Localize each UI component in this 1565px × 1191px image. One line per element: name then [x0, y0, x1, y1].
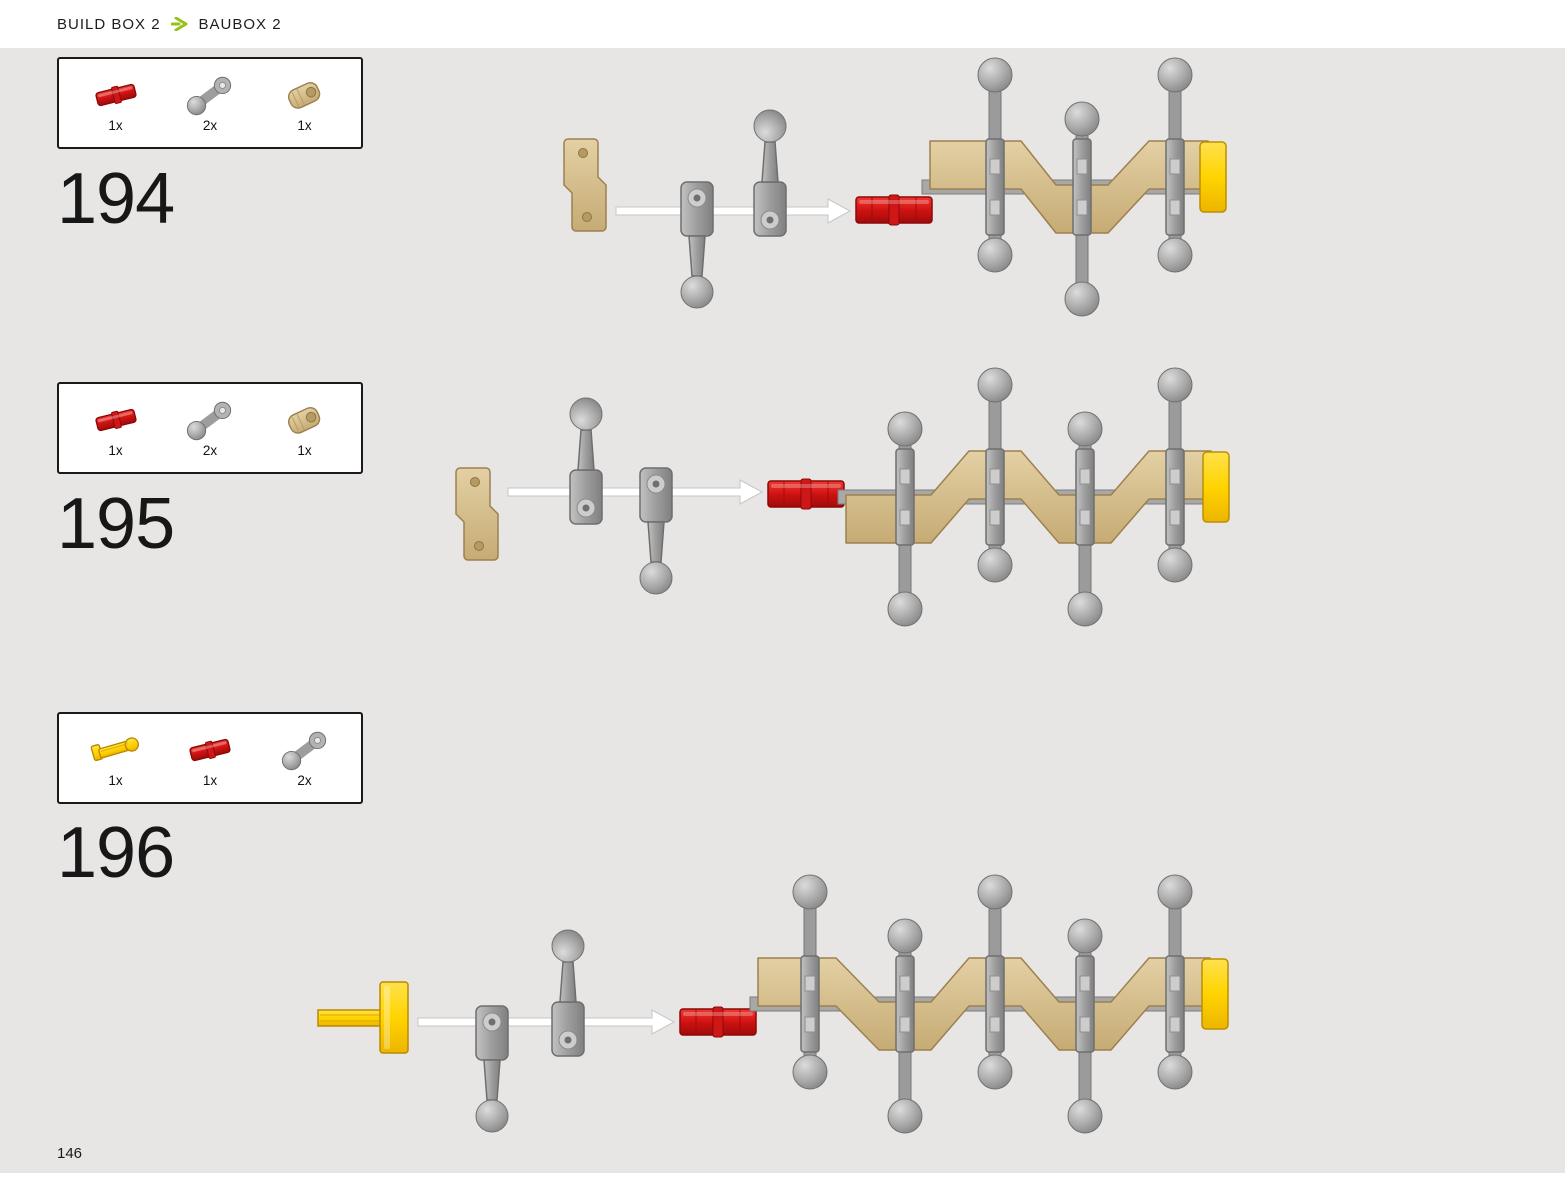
loose-part-crank-arm	[475, 1005, 509, 1133]
ball-joint	[1157, 547, 1193, 583]
ball-joint	[1067, 591, 1103, 627]
build-box-label: BUILD BOX 2	[57, 15, 161, 33]
yellow-end-cap	[1202, 451, 1230, 523]
ball-joint	[977, 237, 1013, 273]
part-tan-connector: 1x	[261, 73, 349, 133]
parts-box-196: 1x 1x 2x	[57, 712, 363, 804]
ball-joint	[1064, 101, 1100, 137]
step-196-diagram	[317, 874, 1229, 1134]
red-axle-piece	[679, 1006, 757, 1038]
part-quantity: 1x	[297, 443, 312, 458]
loose-part-crank-arm	[639, 467, 673, 595]
part-red-axle: 1x	[72, 73, 160, 133]
baubox-label: BAUBOX 2	[198, 15, 282, 33]
ball-joint	[887, 1098, 923, 1134]
ball-joint	[1067, 918, 1103, 954]
part-quantity: 2x	[202, 443, 218, 458]
ball-joint	[1157, 57, 1193, 93]
loose-part-crank-arm	[680, 181, 714, 309]
crankshaft-assembly	[837, 367, 1230, 627]
part-yellow-axle: 1x	[72, 728, 160, 788]
loose-part-crank-arm	[569, 397, 603, 525]
part-red-axle: 1x	[166, 728, 254, 788]
ball-joint	[977, 547, 1013, 583]
part-tan-connector: 1x	[261, 398, 349, 458]
yellow-end-cap	[1201, 958, 1229, 1030]
page-header: BUILD BOX 2 BAUBOX 2	[0, 0, 1565, 48]
ball-joint	[1064, 281, 1100, 317]
step-number-195: 195	[57, 484, 175, 564]
ball-joint	[792, 1054, 828, 1090]
ball-joint	[1157, 237, 1193, 273]
part-quantity: 2x	[297, 773, 312, 788]
part-gray-crank-arm: 2x	[261, 728, 349, 788]
page-number: 146	[57, 1145, 83, 1162]
ball-joint	[792, 874, 828, 910]
green-arrow-icon	[170, 17, 188, 31]
loose-part-tan-connector	[455, 467, 499, 561]
part-red-axle: 1x	[72, 398, 160, 458]
part-quantity: 1x	[202, 773, 218, 788]
assembly-arrow	[615, 198, 852, 224]
part-quantity: 1x	[297, 118, 312, 133]
ball-joint	[1157, 367, 1193, 403]
ball-joint	[1157, 1054, 1193, 1090]
ball-joint	[977, 1054, 1013, 1090]
parts-box-195: 1x 2x 1x	[57, 382, 363, 474]
ball-joint	[887, 591, 923, 627]
loose-part-tan-connector	[563, 138, 607, 232]
ball-joint	[887, 411, 923, 447]
crankshaft-assembly	[921, 57, 1227, 317]
ball-joint	[1067, 411, 1103, 447]
crankshaft-assembly	[749, 874, 1229, 1134]
loose-part-crank-arm	[753, 109, 787, 237]
yellow-end-cap	[1199, 141, 1227, 213]
part-gray-crank-arm: 2x	[166, 73, 254, 133]
step-195-diagram	[455, 367, 1230, 627]
loose-part-yellow-axle	[317, 981, 409, 1054]
part-quantity: 1x	[108, 118, 123, 133]
assembly-arrow	[417, 1009, 676, 1035]
parts-box-194: 1x 2x 1x	[57, 57, 363, 149]
red-axle-piece	[855, 194, 933, 226]
part-quantity: 2x	[202, 118, 218, 133]
part-quantity: 1x	[108, 443, 123, 458]
red-axle-piece	[767, 478, 845, 510]
part-gray-crank-arm: 2x	[166, 398, 254, 458]
step-number-196: 196	[57, 813, 175, 893]
tan-crank-throws	[757, 957, 1211, 1051]
step-194-diagram	[563, 57, 1227, 317]
step-number-194: 194	[57, 159, 175, 239]
ball-joint	[977, 57, 1013, 93]
loose-part-crank-arm	[551, 929, 585, 1057]
footer-bar	[0, 1173, 1565, 1191]
ball-joint	[977, 874, 1013, 910]
part-quantity: 1x	[108, 773, 123, 788]
ball-joint	[1157, 874, 1193, 910]
ball-joint	[887, 918, 923, 954]
ball-joint	[1067, 1098, 1103, 1134]
assembly-arrow	[507, 479, 764, 505]
ball-joint	[977, 367, 1013, 403]
